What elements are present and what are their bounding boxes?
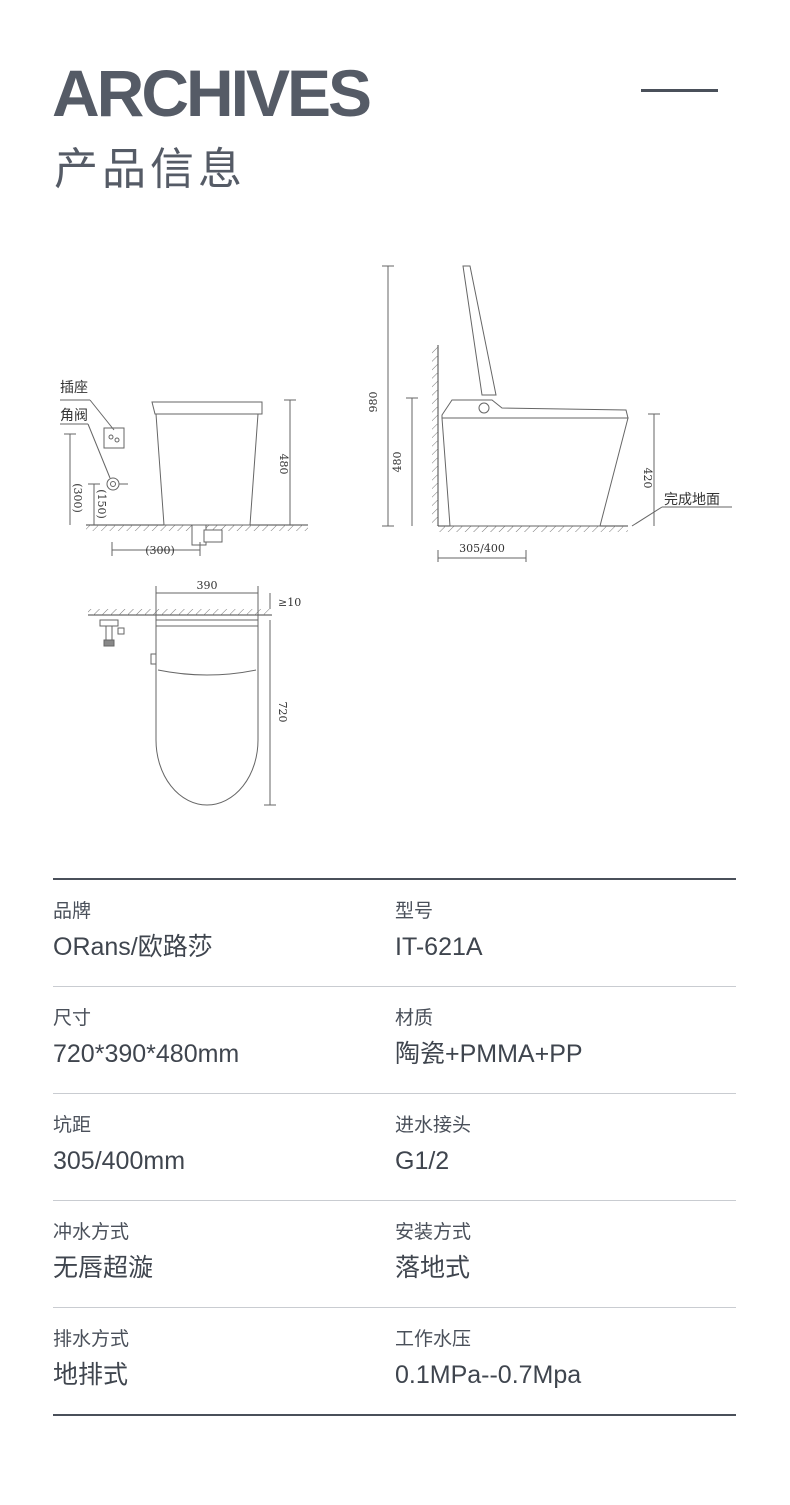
spec-label: 型号	[395, 900, 434, 922]
front-view	[60, 399, 308, 556]
spec-value: 陶瓷+PMMA+PP	[395, 1040, 583, 1068]
spec-cell: 进水接头 G1/2	[395, 1116, 471, 1174]
spec-cell: 排水方式 地排式	[53, 1330, 129, 1388]
spec-label: 尺寸	[53, 1007, 92, 1029]
dim-side-pit: 305/400	[459, 542, 505, 555]
spec-value: 720*390*480mm	[53, 1040, 240, 1068]
dim-top-length: 720	[276, 702, 289, 723]
dim-side-total: 980	[367, 392, 380, 413]
spec-label: 材质	[395, 1007, 434, 1029]
dim-top-width: 390	[197, 579, 218, 592]
spec-value: 落地式	[395, 1254, 471, 1282]
spec-row: 品牌 ORans/欧路莎 型号 IT-621A	[53, 880, 736, 987]
page-title-cn: 产品信息	[54, 144, 246, 195]
dim-front-height: 480	[277, 454, 290, 475]
spec-row: 冲水方式 无唇超漩 安装方式 落地式	[53, 1201, 736, 1308]
spec-cell: 尺寸 720*390*480mm	[53, 1009, 239, 1067]
dim-side-height: 480	[391, 452, 404, 473]
spec-value: 无唇超漩	[53, 1254, 154, 1282]
dim-front-150: (150)	[95, 489, 108, 519]
spec-label: 工作水压	[395, 1328, 472, 1350]
spec-value: 0.1MPa--0.7Mpa	[395, 1361, 582, 1389]
spec-value: IT-621A	[395, 933, 483, 961]
spec-label: 安装方式	[395, 1221, 472, 1243]
spec-table: 品牌 ORans/欧路莎 型号 IT-621A 尺寸 720*390*480mm…	[53, 878, 736, 1416]
spec-cell: 冲水方式 无唇超漩	[53, 1223, 153, 1281]
spec-label: 进水接头	[395, 1114, 472, 1136]
spec-cell: 品牌 ORans/欧路莎	[53, 902, 213, 960]
callout-finished-floor: 完成地面	[664, 492, 720, 508]
dim-top-gap: ≥10	[278, 596, 301, 609]
top-view	[88, 586, 276, 806]
dim-front-300: (300)	[71, 483, 84, 513]
spec-value: 地排式	[53, 1361, 129, 1389]
side-view	[382, 265, 732, 562]
dim-side-420: 420	[641, 468, 654, 489]
spec-cell: 工作水压 0.1MPa--0.7Mpa	[395, 1330, 581, 1388]
spec-row: 尺寸 720*390*480mm 材质 陶瓷+PMMA+PP	[53, 987, 736, 1094]
spec-cell: 安装方式 落地式	[395, 1223, 471, 1281]
callout-angle-valve: 角阀	[60, 408, 88, 424]
spec-value: ORans/欧路莎	[53, 933, 213, 961]
page-title-en: ARCHIVES	[52, 56, 372, 130]
spec-row: 坑距 305/400mm 进水接头 G1/2	[53, 1094, 736, 1201]
spec-cell: 型号 IT-621A	[395, 902, 483, 960]
callout-socket: 插座	[60, 380, 88, 396]
spec-label: 冲水方式	[53, 1221, 130, 1243]
spec-label: 品牌	[53, 900, 92, 922]
spec-cell: 坑距 305/400mm	[53, 1116, 185, 1174]
spec-label: 坑距	[53, 1114, 92, 1136]
dim-front-bottom: (300)	[145, 544, 175, 557]
technical-drawing: 插座 角阀 (300) (150) 480 (300)	[60, 265, 732, 806]
spec-value: 305/400mm	[53, 1147, 186, 1175]
spec-value: G1/2	[395, 1147, 450, 1175]
spec-row: 排水方式 地排式 工作水压 0.1MPa--0.7Mpa	[53, 1308, 736, 1416]
spec-cell: 材质 陶瓷+PMMA+PP	[395, 1009, 583, 1067]
title-rule	[641, 89, 718, 92]
spec-label: 排水方式	[53, 1328, 130, 1350]
